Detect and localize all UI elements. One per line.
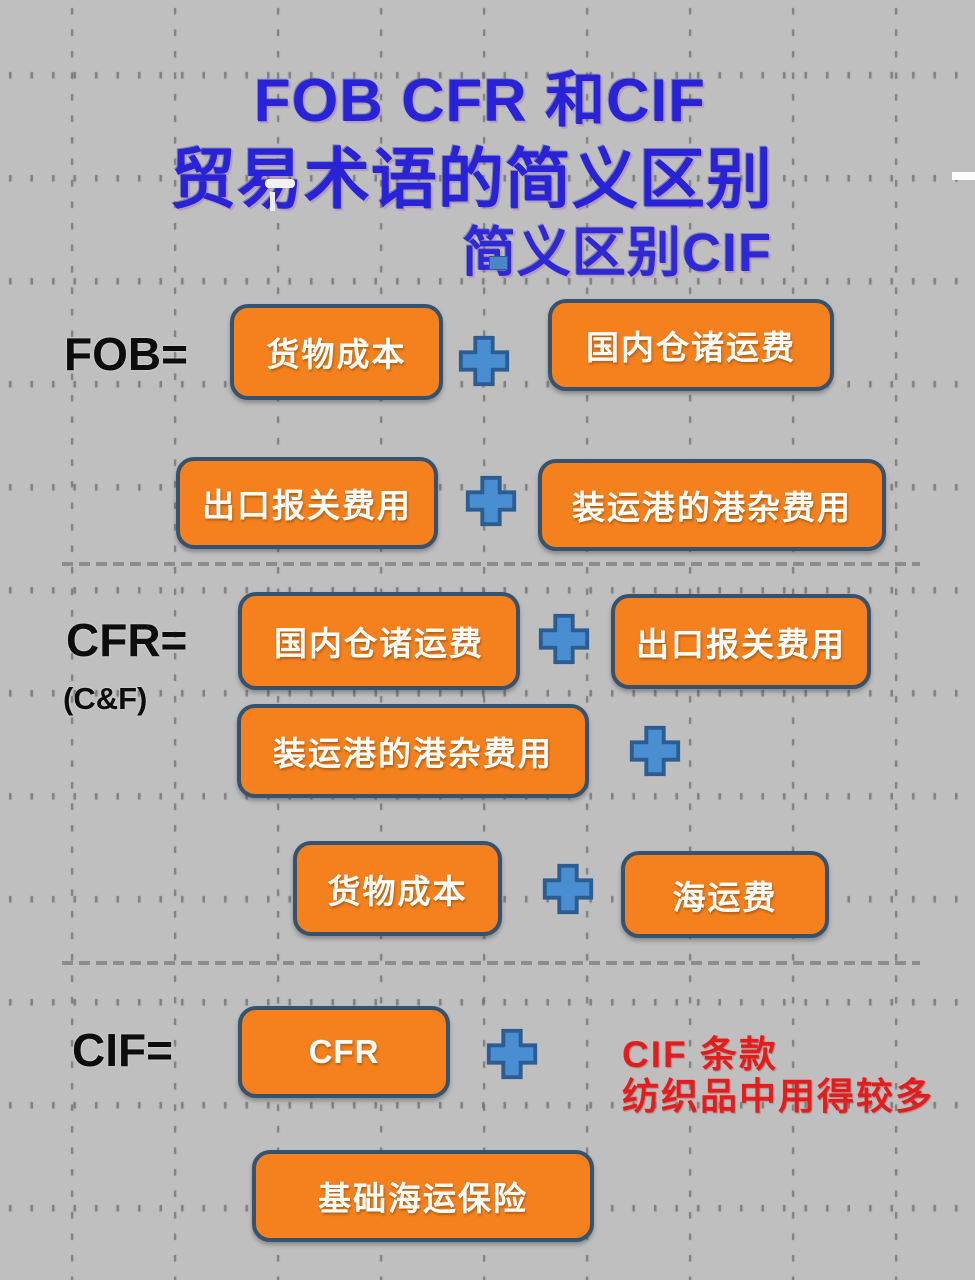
term-box-fob-port-misc-fees: 装运港的港杂费用 [538,459,886,551]
term-box-fob-goods-cost: 货物成本 [230,304,443,400]
cfr-label: CFR= [66,614,188,666]
cif-label: CIF= [72,1024,173,1076]
title-line-3-ghost: 简义区别CIF [462,223,772,283]
term-box-fob-domestic-warehouse-freight: 国内仓诸运费 [548,299,834,391]
term-box-cfr-ocean-freight: 海运费 [621,851,829,938]
cfr-sublabel: (C&F) [63,681,148,716]
white-smudge-artifact [265,179,295,188]
fob-label: FOB= [64,328,188,380]
white-dash-artifact [952,172,975,180]
plus-icon [458,335,510,387]
plus-icon [465,475,517,527]
white-tick-artifact [270,192,275,211]
cif-note-line-2: 纺织品中用得较多 [622,1076,934,1117]
plus-icon [629,725,681,777]
plus-icon [542,863,594,915]
cif-note-line-1: CIF 条款 [622,1034,778,1075]
section-divider-2 [62,961,920,965]
plus-icon [486,1028,538,1080]
term-box-cfr-port-misc-fees: 装运港的港杂费用 [237,704,589,798]
term-box-cfr-domestic-warehouse-freight: 国内仓诸运费 [238,592,520,690]
term-box-fob-export-customs-fees: 出口报关费用 [176,457,438,549]
blue-square-artifact [489,256,508,270]
term-box-cif-basic-marine-insurance: 基础海运保险 [252,1150,594,1242]
title-line-1: FOB CFR 和CIF [254,67,706,134]
term-box-cfr-goods-cost: 货物成本 [293,841,502,936]
term-box-cfr-export-customs-fees: 出口报关费用 [611,594,871,689]
cif-note: CIF 条款 纺织品中用得较多 [622,1034,934,1118]
term-box-cif-cfr: CFR [238,1006,450,1098]
plus-icon [538,613,590,665]
section-divider-1 [62,562,920,566]
